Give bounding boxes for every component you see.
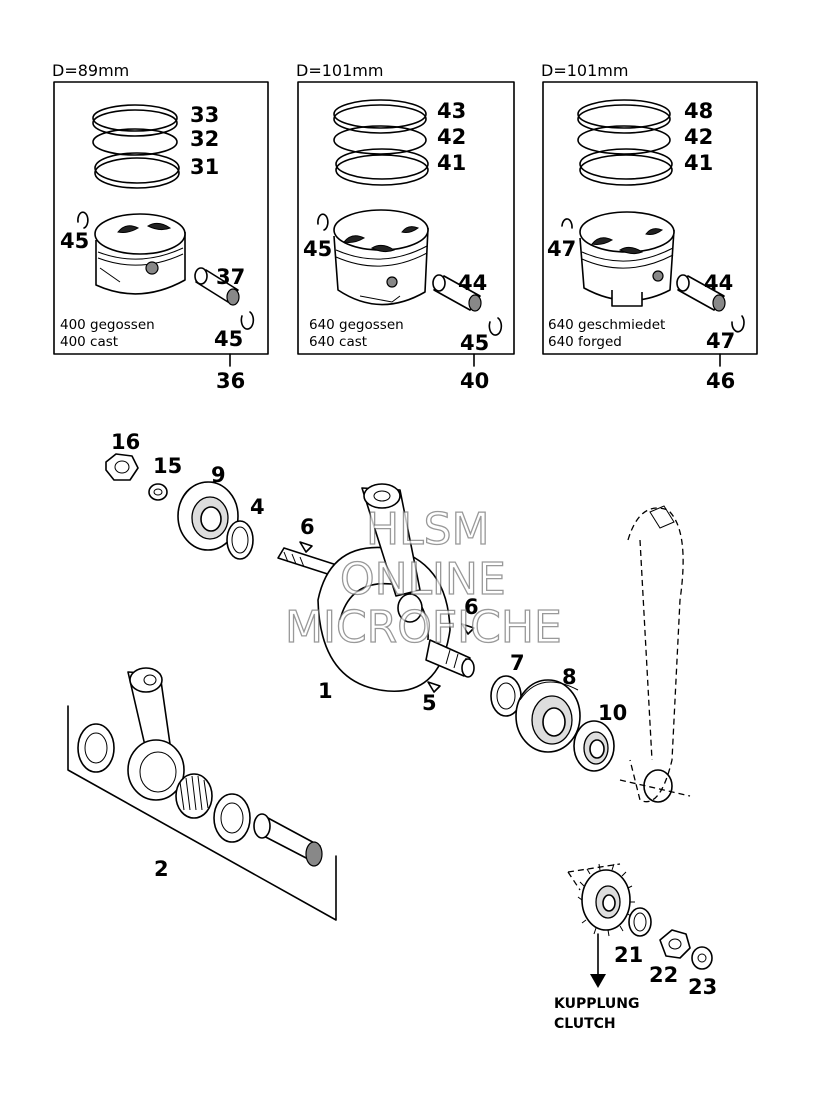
watermark-line-3: MICROFICHE <box>285 602 562 653</box>
circlip-icon <box>731 315 745 333</box>
washer-icon <box>148 483 168 501</box>
lock-ring-icon <box>628 907 652 937</box>
watermark-line-1: HLSM <box>366 504 490 555</box>
callout-ring-oil: 41 <box>437 151 466 175</box>
callout-shim-right: 7 <box>510 651 525 675</box>
gear-nut-icon <box>659 929 691 959</box>
callout-assembly: 36 <box>216 369 245 393</box>
callout-pin: 37 <box>216 265 245 289</box>
ball-bearing-icon <box>515 679 581 753</box>
piston-icon <box>94 213 186 295</box>
callout-ring-oil: 41 <box>684 151 713 175</box>
callout-key-lower: 5 <box>422 691 437 715</box>
callout-seal: 10 <box>598 701 627 725</box>
shim-icon <box>490 675 522 717</box>
small-nut-icon <box>691 946 713 970</box>
callout-shim-left: 4 <box>250 495 265 519</box>
piston-panel-640-cast: D=101mm 43 42 41 45 44 45 640 <box>296 61 515 393</box>
ball-bearing-icon <box>177 481 239 551</box>
callout-circlip-top: 47 <box>547 237 576 261</box>
caption-en: 640 cast <box>309 334 367 350</box>
panel-frame <box>297 81 515 355</box>
clutch-label-de: KUPPLUNG <box>554 996 640 1012</box>
callout-circlip-bottom: 45 <box>214 327 243 351</box>
callout-lock-ring: 21 <box>614 943 643 967</box>
conrod-kit-icon <box>67 667 337 921</box>
woodruff-key-icon <box>461 623 475 635</box>
callout-circlip-top: 45 <box>60 229 89 253</box>
crankshaft-icon <box>277 483 475 692</box>
caption-de: 640 gegossen <box>309 317 404 333</box>
caption-en: 400 cast <box>60 334 118 350</box>
piston-panel-640-forged: D=101mm 48 42 41 47 44 47 640 <box>541 61 758 393</box>
callout-bearing-left: 9 <box>211 463 226 487</box>
shim-icon <box>226 520 254 560</box>
callout-pin: 44 <box>704 271 733 295</box>
callout-ring-oil: 31 <box>190 155 219 179</box>
primary-gear-icon <box>567 863 635 937</box>
circlip-icon <box>317 213 329 231</box>
watermark: HLSM ONLINE MICROFICHE <box>284 503 562 653</box>
caption-en: 640 forged <box>548 334 622 350</box>
callout-gear-nut: 22 <box>649 963 678 987</box>
piston-rings-icon <box>577 99 673 186</box>
callout-assembly: 40 <box>460 369 489 393</box>
piston-icon <box>333 209 429 306</box>
callout-conrod-kit: 2 <box>154 857 169 881</box>
callout-key-upper-left: 6 <box>300 515 315 539</box>
circlip-icon <box>240 311 255 330</box>
callout-assembly: 46 <box>706 369 735 393</box>
callout-ring-top: 33 <box>190 103 219 127</box>
nut-icon <box>105 453 139 481</box>
clutch-label-en: CLUTCH <box>554 1016 616 1032</box>
callout-circlip-bottom: 47 <box>706 329 735 353</box>
panel-diameter-label: D=89mm <box>52 61 129 80</box>
timing-chain-icon <box>619 505 691 803</box>
woodruff-key-icon <box>299 541 313 553</box>
woodruff-key-icon <box>427 681 441 693</box>
watermark-line-2: ONLINE <box>340 554 506 605</box>
callout-circlip-top: 45 <box>303 237 332 261</box>
circlip-icon <box>488 317 503 336</box>
callout-ring-top: 48 <box>684 99 713 123</box>
callout-circlip-bottom: 45 <box>460 331 489 355</box>
piston-pin-icon <box>194 267 240 306</box>
callout-ring-mid: 32 <box>190 127 219 151</box>
callout-ring-mid: 42 <box>437 125 466 149</box>
piston-panel-400-cast: D=89mm 33 32 31 45 37 45 400 <box>52 61 269 393</box>
caption-de: 640 geschmiedet <box>548 317 665 333</box>
callout-washer: 15 <box>153 454 182 478</box>
callout-nut: 16 <box>111 430 140 454</box>
callout-ring-mid: 42 <box>684 125 713 149</box>
panel-frame <box>53 81 269 355</box>
callout-bearing-right: 8 <box>562 665 577 689</box>
circlip-icon <box>77 211 89 229</box>
callout-ring-top: 43 <box>437 99 466 123</box>
panel-frame <box>542 81 758 355</box>
circlip-icon <box>561 218 573 229</box>
piston-pin-icon <box>432 274 482 312</box>
callout-key-upper-right: 6 <box>464 595 479 619</box>
panel-diameter-label: D=101mm <box>541 61 628 80</box>
oil-seal-icon <box>573 720 615 772</box>
callout-pin: 44 <box>458 271 487 295</box>
callout-crankshaft: 1 <box>318 679 333 703</box>
piston-rings-icon <box>92 104 180 189</box>
arrow-down-icon <box>590 974 606 988</box>
needle-bearing-icon <box>175 773 213 819</box>
panel-diameter-label: D=101mm <box>296 61 383 80</box>
piston-icon <box>579 211 675 307</box>
callout-small-nut: 23 <box>688 975 717 999</box>
piston-rings-icon <box>333 99 429 186</box>
caption-de: 400 gegossen <box>60 317 155 333</box>
piston-pin-icon <box>676 274 726 312</box>
